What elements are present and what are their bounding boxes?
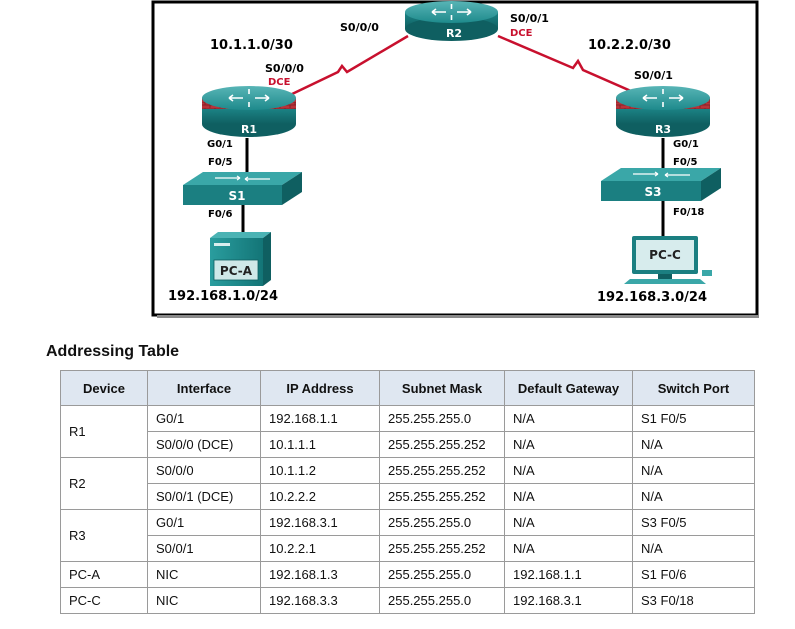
network-label-192-168-1-0: 192.168.1.0/24 xyxy=(168,289,278,304)
router-r3-label: R3 xyxy=(655,123,671,136)
pc-a-label: PC-A xyxy=(220,264,253,278)
ip-cell: 192.168.3.1 xyxy=(260,509,380,536)
table-row: R3 G0/1 192.168.3.1 255.255.255.0 N/A S3… xyxy=(60,509,755,562)
ip-cell: 192.168.1.3 xyxy=(260,561,380,588)
s1-f05-label: F0/5 xyxy=(208,157,232,168)
r3-g01-label: G0/1 xyxy=(673,139,699,150)
network-label-192-168-3-0: 192.168.3.0/24 xyxy=(597,290,707,305)
ip-cell: 10.1.1.2 xyxy=(260,457,380,484)
device-cell: R1 xyxy=(60,405,148,458)
pc-c-label: PC-C xyxy=(649,248,681,262)
r2-s001-label: S0/0/1 xyxy=(510,12,549,25)
ip-cell: 10.2.2.2 xyxy=(260,483,380,510)
table-row: S0/0/1 (DCE) 10.2.2.2 255.255.255.252 N/… xyxy=(61,483,755,510)
switch-port-cell: S1 F0/5 xyxy=(632,405,755,432)
header-switch-port: Switch Port xyxy=(632,370,755,406)
router-r3-icon xyxy=(616,86,710,137)
switch-s1-icon xyxy=(183,172,302,205)
interface-cell: S0/0/1 xyxy=(147,535,261,562)
mask-cell: 255.255.255.252 xyxy=(379,431,505,458)
table-row: S0/0/1 10.2.2.1 255.255.255.252 N/A N/A xyxy=(61,535,755,562)
mask-cell: 255.255.255.0 xyxy=(379,561,505,588)
gateway-cell: N/A xyxy=(504,457,633,484)
router-r1-icon xyxy=(202,86,296,137)
device-cell: PC-A xyxy=(60,561,148,588)
mask-cell: 255.255.255.252 xyxy=(379,483,505,510)
gateway-cell: N/A xyxy=(504,535,633,562)
mask-cell: 255.255.255.0 xyxy=(379,587,505,614)
s1-f06-label: F0/6 xyxy=(208,209,232,220)
interface-cell: NIC xyxy=(147,587,261,614)
r1-dce-label: DCE xyxy=(268,77,291,88)
addressing-table: Device Interface IP Address Subnet Mask … xyxy=(60,370,755,614)
table-row: PC-A NIC 192.168.1.3 255.255.255.0 192.1… xyxy=(60,561,755,588)
table-row: S0/0/0 (DCE) 10.1.1.1 255.255.255.252 N/… xyxy=(61,431,755,458)
switch-port-cell: N/A xyxy=(632,535,755,562)
router-r2-label: R2 xyxy=(446,27,462,40)
mask-cell: 255.255.255.252 xyxy=(379,457,505,484)
switch-port-cell: S3 F0/5 xyxy=(632,509,755,536)
header-interface: Interface xyxy=(147,370,261,406)
mask-cell: 255.255.255.0 xyxy=(379,405,505,432)
addressing-table-title: Addressing Table xyxy=(46,343,180,360)
mask-cell: 255.255.255.252 xyxy=(379,535,505,562)
switch-s1-label: S1 xyxy=(229,189,246,203)
router-r2-icon xyxy=(405,1,498,41)
gateway-cell: 192.168.3.1 xyxy=(504,587,633,614)
gateway-cell: N/A xyxy=(504,431,633,458)
interface-cell: G0/1 xyxy=(147,509,261,536)
pc-c-icon xyxy=(624,236,712,284)
interface-cell: NIC xyxy=(147,561,261,588)
ip-cell: 10.1.1.1 xyxy=(260,431,380,458)
interface-cell: G0/1 xyxy=(147,405,261,432)
router-r1-label: R1 xyxy=(241,123,257,136)
switch-port-cell: N/A xyxy=(632,483,755,510)
header-default-gateway: Default Gateway xyxy=(504,370,633,406)
switch-port-cell: N/A xyxy=(632,431,755,458)
table-row: PC-C NIC 192.168.3.3 255.255.255.0 192.1… xyxy=(60,587,755,614)
table-row: R2 S0/0/0 10.1.1.2 255.255.255.252 N/A N… xyxy=(60,457,755,510)
device-cell: R2 xyxy=(60,457,148,510)
network-label-10-1-1-0: 10.1.1.0/30 xyxy=(210,38,293,53)
r3-s001-label: S0/0/1 xyxy=(634,69,673,82)
ip-cell: 192.168.1.1 xyxy=(260,405,380,432)
interface-cell: S0/0/0 (DCE) xyxy=(147,431,261,458)
gateway-cell: 192.168.1.1 xyxy=(504,561,633,588)
pc-a-icon xyxy=(210,232,271,286)
serial-link-r2-r3 xyxy=(497,34,641,97)
switch-s3-icon xyxy=(601,168,721,201)
r1-s000-label: S0/0/0 xyxy=(265,62,304,75)
r2-s000-label: S0/0/0 xyxy=(340,21,379,34)
network-label-10-2-2-0: 10.2.2.0/30 xyxy=(588,38,671,53)
gateway-cell: N/A xyxy=(504,509,633,536)
switch-port-cell: N/A xyxy=(632,457,755,484)
switch-port-cell: S3 F0/18 xyxy=(632,587,755,614)
interface-cell: S0/0/0 xyxy=(147,457,261,484)
switch-s3-label: S3 xyxy=(645,185,662,199)
header-ip-address: IP Address xyxy=(260,370,380,406)
header-device: Device xyxy=(60,370,148,406)
gateway-cell: N/A xyxy=(504,405,633,432)
interface-cell: S0/0/1 (DCE) xyxy=(147,483,261,510)
table-row: R1 G0/1 192.168.1.1 255.255.255.0 N/A S1… xyxy=(60,405,755,458)
table-header-row: Device Interface IP Address Subnet Mask … xyxy=(60,370,755,406)
device-cell: PC-C xyxy=(60,587,148,614)
s3-f018-label: F0/18 xyxy=(673,207,704,218)
r1-g01-label: G0/1 xyxy=(207,139,233,150)
mask-cell: 255.255.255.0 xyxy=(379,509,505,536)
gateway-cell: N/A xyxy=(504,483,633,510)
r2-dce-label: DCE xyxy=(510,28,533,39)
header-subnet-mask: Subnet Mask xyxy=(379,370,505,406)
ip-cell: 192.168.3.3 xyxy=(260,587,380,614)
ip-cell: 10.2.2.1 xyxy=(260,535,380,562)
network-topology-diagram: R2 R1 R3 S1 S3 PC-A xyxy=(151,0,759,318)
switch-port-cell: S1 F0/6 xyxy=(632,561,755,588)
serial-link-r1-r2 xyxy=(289,34,409,97)
device-cell: R3 xyxy=(60,509,148,562)
s3-f05-label: F0/5 xyxy=(673,157,697,168)
